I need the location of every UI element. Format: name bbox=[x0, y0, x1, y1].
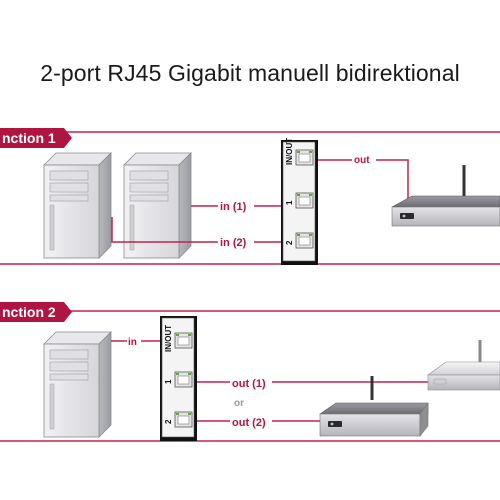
port-label-inout: IN/OUT bbox=[285, 138, 294, 165]
label-in-1: in (1) bbox=[220, 201, 247, 213]
port-label-1-2: 1 bbox=[164, 379, 173, 384]
router-2 bbox=[427, 340, 500, 391]
function-2-tab bbox=[0, 302, 72, 322]
function-1-label: nction 1 bbox=[2, 130, 56, 146]
router-1 bbox=[391, 165, 500, 227]
port-label-2: 2 bbox=[285, 240, 294, 245]
cable-out bbox=[313, 159, 409, 212]
switch-box-2: IN/OUT 1 2 bbox=[160, 316, 197, 441]
port-label-1: 1 bbox=[285, 200, 294, 205]
label-in-2: in (2) bbox=[220, 237, 247, 249]
label-out-2: out (2) bbox=[232, 417, 266, 429]
function-2-section: nction 2 in out (1) or out (2) bbox=[0, 302, 500, 442]
function-2-label: nction 2 bbox=[2, 304, 56, 320]
label-in: in bbox=[128, 337, 137, 348]
router-3 bbox=[319, 376, 429, 437]
function-1-tab bbox=[0, 128, 72, 148]
port-label-inout-2: IN/OUT bbox=[164, 325, 173, 352]
pc-3 bbox=[43, 331, 112, 438]
function-1-section: nction 1 bbox=[0, 128, 500, 265]
label-or: or bbox=[234, 398, 244, 409]
port-label-2-2: 2 bbox=[164, 419, 173, 424]
label-out: out bbox=[354, 155, 370, 166]
label-out-1: out (1) bbox=[232, 378, 266, 390]
pc-1 bbox=[43, 152, 112, 259]
switch-box-1: IN/OUT 1 2 bbox=[281, 138, 318, 265]
diagram-title: 2-port RJ45 Gigabit manuell bidirektiona… bbox=[40, 60, 460, 86]
